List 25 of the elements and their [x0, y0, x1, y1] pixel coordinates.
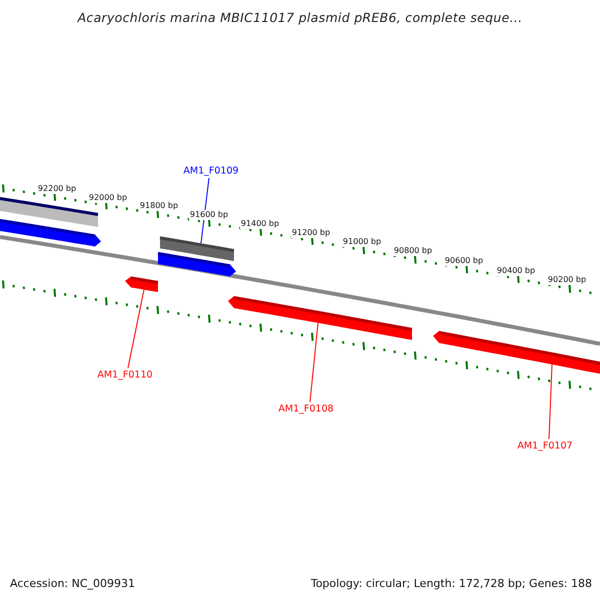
tick-label: 90600 bp — [444, 256, 484, 266]
tick-label: 91800 bp — [138, 201, 180, 212]
tick-label: 91600 bp — [188, 210, 230, 220]
tick-label: 90200 bp — [546, 275, 588, 286]
gene-label: AM1_F0109 — [183, 166, 239, 176]
leader-line — [310, 322, 318, 402]
gene-label: AM1_F0107 — [517, 440, 573, 452]
gene-feature — [433, 331, 600, 374]
tick-label: 91400 bp — [240, 218, 280, 229]
footer-text: Accession: NC_009931 — [10, 577, 136, 590]
map-title: Acaryochloris marina MBIC11017 plasmid pREB6, complete seque... — [76, 10, 524, 25]
gene-label: AM1_F0110 — [97, 370, 153, 380]
tick-label: 90800 bp — [392, 246, 434, 256]
gene-block — [160, 236, 234, 262]
tick-label: 91000 bp — [342, 236, 382, 247]
tick-label: 92200 bp — [36, 184, 78, 194]
leader-line — [548, 364, 552, 440]
gene-feature — [125, 276, 158, 292]
gene-label: AM1_F0108 — [278, 404, 334, 414]
tick-label: 92000 bp — [88, 192, 128, 203]
tick-label: 91200 bp — [290, 228, 332, 238]
leader-line — [128, 289, 144, 368]
footer-text: Topology: circular; Length: 172,728 bp; Genes: 188 — [310, 577, 592, 590]
gene-feature — [228, 296, 412, 340]
tick-label: 90400 bp — [496, 266, 536, 276]
